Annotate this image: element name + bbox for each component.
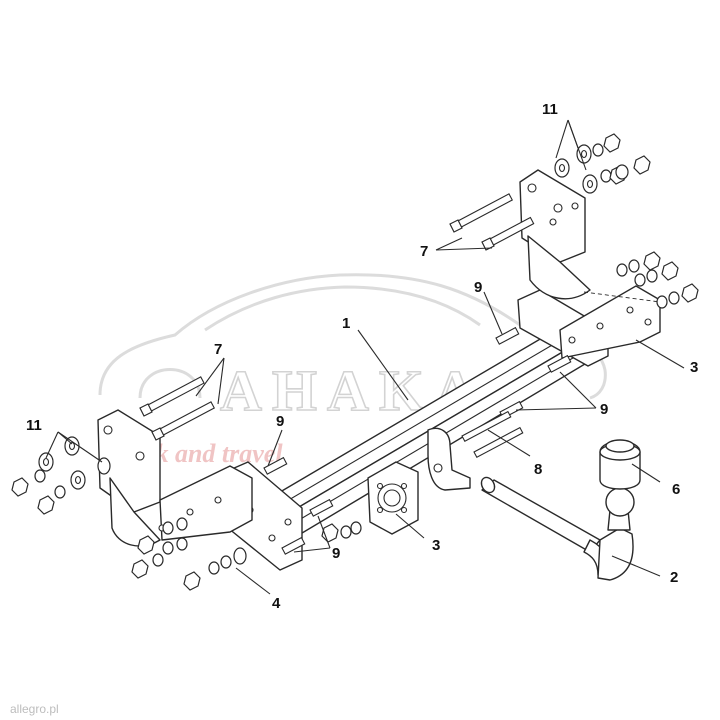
tow-ball-neck bbox=[480, 476, 635, 581]
hardware-right-upper bbox=[554, 133, 651, 194]
callout-3-right: 3 bbox=[690, 359, 698, 376]
callout-11-right: 11 bbox=[542, 101, 558, 118]
callout-7-right: 7 bbox=[420, 243, 428, 260]
ball-cover-cap bbox=[599, 439, 641, 490]
callout-9-right: 9 bbox=[600, 401, 608, 418]
watermark-car-roof bbox=[204, 285, 481, 332]
callout-11-left: 11 bbox=[26, 417, 42, 434]
right-upper-bracket bbox=[519, 169, 591, 300]
callout-leaders bbox=[45, 119, 685, 595]
center-hook-bracket bbox=[427, 427, 471, 491]
callout-4: 4 bbox=[272, 595, 281, 612]
hardware-left-lower bbox=[131, 517, 247, 591]
callout-9-bottom: 9 bbox=[332, 545, 340, 562]
callout-7-left: 7 bbox=[214, 341, 222, 358]
hardware-middle bbox=[321, 521, 362, 543]
source-watermark: allegro.pl bbox=[10, 702, 59, 716]
watermark-car-outline bbox=[98, 273, 607, 400]
bolts bbox=[139, 193, 572, 555]
callout-8: 8 bbox=[534, 461, 542, 478]
callout-2: 2 bbox=[670, 569, 678, 586]
callout-9-left: 9 bbox=[276, 413, 284, 430]
callout-3-middle: 3 bbox=[432, 537, 440, 554]
left-upper-bracket bbox=[97, 409, 253, 547]
callout-9-top: 9 bbox=[474, 279, 482, 296]
callout-6: 6 bbox=[672, 481, 680, 498]
ball-mount-socket-plate bbox=[367, 461, 419, 535]
callout-labels: 1 2 3 3 4 6 7 7 8 9 9 9 9 11 11 bbox=[26, 101, 698, 612]
hardware-right-side bbox=[583, 251, 699, 309]
hardware-left-upper bbox=[11, 436, 111, 515]
callout-1: 1 bbox=[342, 315, 350, 332]
